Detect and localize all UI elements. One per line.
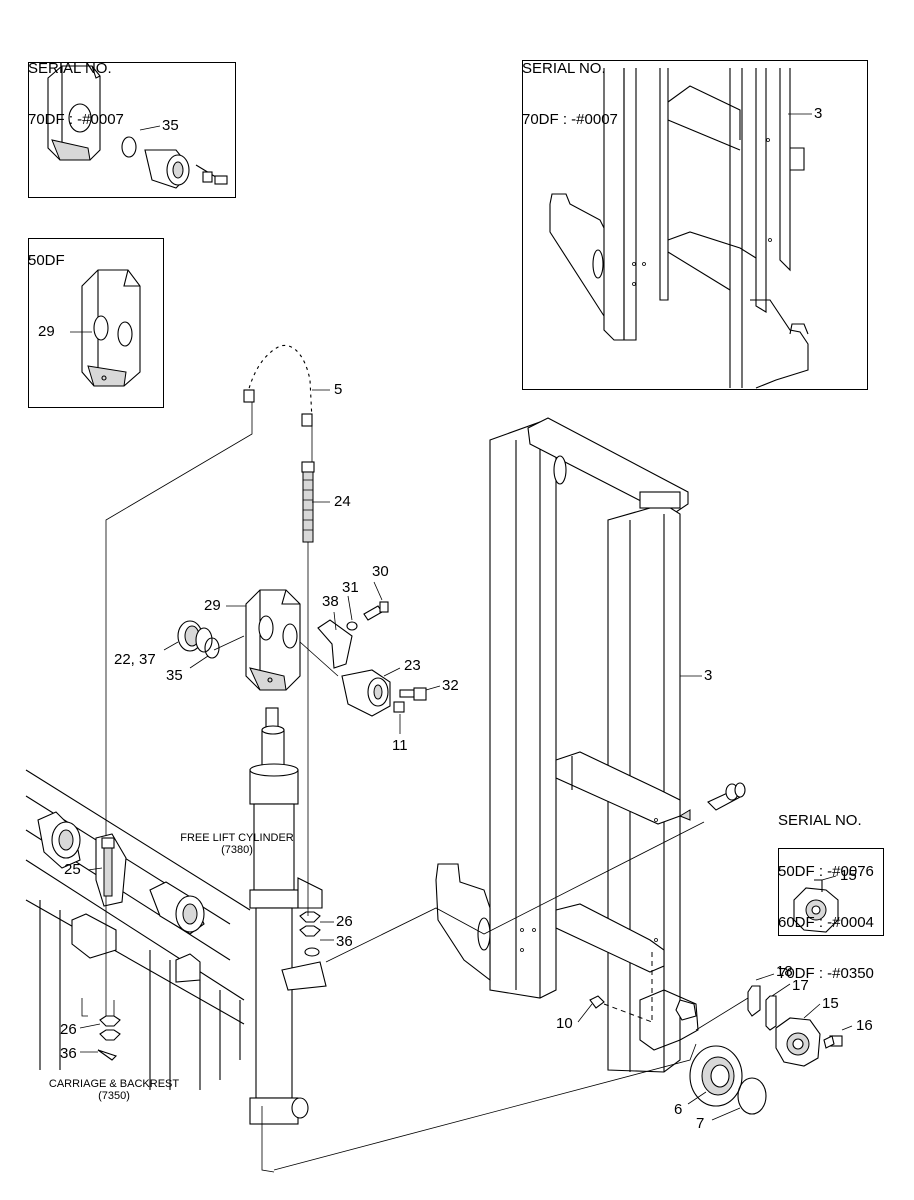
callout-30: 30	[372, 563, 389, 580]
callout-29: 29	[204, 597, 221, 614]
inset-50df-box	[28, 238, 164, 408]
callout-26-left: 26	[60, 1021, 77, 1038]
callout-inset-15: 15	[840, 867, 857, 884]
free-lift-cylinder-body	[249, 707, 327, 1173]
inset-roller-drawing	[793, 879, 839, 933]
callout-36-right: 36	[336, 933, 353, 950]
cylinder-head-bracket	[245, 589, 301, 691]
inset-top-left-header-line1: SERIAL NO.	[28, 60, 112, 77]
carriage-backrest-title: CARRIAGE & BACKREST	[48, 1078, 180, 1090]
callout-15: 15	[822, 995, 839, 1012]
callout-6: 6	[674, 1101, 683, 1118]
inset-top-left-header-line2: 70DF : -#0007	[28, 111, 124, 128]
inset-50df-header: 50DF	[28, 218, 65, 286]
inset-50df-drawing	[81, 269, 141, 387]
callout-24: 24	[334, 493, 351, 510]
inset-roller-header-line3: 60DF : -#0004	[778, 914, 874, 931]
callout-inset-3: 3	[814, 105, 823, 122]
callout-inset-35: 35	[162, 117, 179, 134]
free-lift-cylinder-title: FREE LIFT CYLINDER	[180, 832, 294, 844]
carriage-backrest-label: CARRIAGE & BACKREST (7350)	[36, 1078, 192, 1102]
inset-50df-header-text: 50DF	[28, 252, 65, 269]
callout-leaders	[70, 113, 853, 1121]
seal-and-oring	[177, 620, 220, 659]
free-lift-cylinder-label: FREE LIFT CYLINDER (7380)	[172, 832, 302, 856]
inset-roller-box	[778, 848, 884, 936]
inset-roller-header-line2: 50DF : -#0076	[778, 863, 874, 880]
callout-inset-29: 29	[38, 323, 55, 340]
inset-top-right-drawing	[549, 68, 809, 389]
free-lift-cylinder-code: (7380)	[221, 844, 253, 856]
callout-25: 25	[64, 861, 81, 878]
callout-17: 17	[792, 977, 809, 994]
carriage-backrest	[25, 769, 251, 1090]
bolt-10	[589, 995, 653, 1023]
pin-and-bolts	[341, 669, 427, 717]
callout-22-37: 22, 37	[114, 651, 156, 668]
callout-18: 18	[776, 963, 793, 980]
carriage-backrest-code: (7350)	[98, 1090, 130, 1102]
anchor-left	[97, 837, 121, 1061]
main-mast-frame	[435, 417, 746, 1073]
inset-top-left-header: SERIAL NO. 70DF : -#0007	[28, 26, 124, 145]
inset-top-right-header-line1: SERIAL NO.	[522, 60, 606, 77]
callout-35: 35	[166, 667, 183, 684]
plate-and-screw	[317, 601, 389, 669]
callout-38: 38	[322, 593, 339, 610]
inset-top-right-header: SERIAL NO. 70DF : -#0007	[522, 26, 618, 145]
assembly-lines	[105, 402, 749, 1171]
inset-roller-header-line1: SERIAL NO.	[778, 812, 862, 829]
callout-5: 5	[334, 381, 343, 398]
callout-31: 31	[342, 579, 359, 596]
callout-3: 3	[704, 667, 713, 684]
lift-chain	[243, 343, 314, 427]
side-roller-assembly	[747, 985, 843, 1067]
callout-16: 16	[856, 1017, 873, 1034]
inset-top-right-header-line2: 70DF : -#0007	[522, 111, 618, 128]
inset-top-left-drawing	[47, 65, 228, 189]
callout-11: 11	[392, 737, 408, 754]
callout-26-right: 26	[336, 913, 353, 930]
callout-36-left: 36	[60, 1045, 77, 1062]
bearing-and-ring	[689, 1045, 767, 1115]
inset-roller-header-line4: 70DF : -#0350	[778, 965, 874, 982]
inset-top-left-box	[28, 62, 236, 198]
callout-32: 32	[442, 677, 459, 694]
callout-10: 10	[556, 1015, 573, 1032]
inset-top-right-box	[522, 60, 868, 390]
callout-23: 23	[404, 657, 421, 674]
inset-roller-header: SERIAL NO. 50DF : -#0076 60DF : -#0004 7…	[778, 778, 874, 999]
nuts-right	[299, 911, 321, 957]
callout-7: 7	[696, 1115, 705, 1132]
